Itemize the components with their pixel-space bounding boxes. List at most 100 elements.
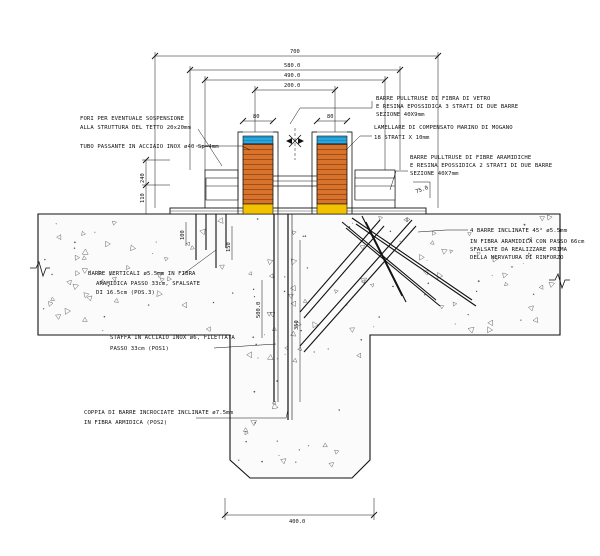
aggregate-mark: [280, 458, 287, 465]
aggregate-mark: [492, 255, 499, 263]
aggregate-mark: [290, 300, 296, 307]
aggregate-dot: [51, 273, 53, 276]
aggregate-mark: [156, 290, 163, 297]
aggregate-mark: [267, 259, 274, 266]
note-staffa-1: STAFFA IN ACCIAIO INOX ø6, FILETTATA: [110, 335, 235, 341]
aggregate-mark: [64, 307, 71, 315]
aggregate-dot: [298, 449, 301, 451]
aggregate-mark: [378, 216, 383, 221]
note-inclinate-2: IN FIBRA ARAMIDICA CON PASSO 66cm: [470, 239, 585, 245]
aggregate-mark: [99, 279, 104, 284]
aggregate-mark: [72, 283, 79, 290]
aggregate-dot: [73, 247, 76, 249]
inclined-bars: [299, 215, 477, 353]
aggregate-mark: [290, 258, 298, 266]
note-vertical-bars: BARRE VERTICALI ø5.5mm IN FIBRA ARAMIDIC…: [88, 271, 200, 296]
aggregate-dot: [102, 330, 104, 332]
aggregate-dot: [477, 280, 480, 282]
aggregate-mark: [356, 352, 362, 359]
note-inclinate-4: DELLA NERVATURA DI RINFORZO: [470, 255, 564, 261]
aggregate-mark: [303, 298, 308, 303]
aggregate-dot: [276, 440, 278, 442]
aggregate-mark: [50, 296, 56, 302]
dim-100: 100: [180, 230, 186, 240]
aggregate-dot: [253, 390, 256, 393]
dim-post-right: 80: [327, 114, 334, 120]
note-stirrup: STAFFA IN ACCIAIO INOX ø6, FILETTATA PAS…: [110, 335, 235, 352]
aggregate-dot: [306, 267, 309, 269]
aggregate-dot: [94, 231, 96, 233]
aggregate-mark: [55, 314, 62, 320]
aggregate-dot: [89, 270, 91, 272]
aggregate-mark: [56, 234, 62, 240]
base-support: [169, 169, 427, 215]
aggregate-mark: [546, 214, 553, 221]
aggregate-dot: [295, 461, 297, 463]
aggregate-dot: [276, 358, 278, 360]
aggregate-dot: [42, 308, 45, 310]
aggregate-dot: [399, 240, 401, 242]
aggregate-dot: [212, 301, 215, 304]
aggregate-mark: [105, 240, 111, 248]
aggregate-mark: [112, 220, 117, 226]
dim-240: 240: [140, 173, 146, 183]
aggregate-mark: [295, 320, 302, 328]
aggregate-dot: [523, 223, 526, 226]
dim-350: 350: [294, 320, 300, 330]
aggregate-dot: [302, 235, 304, 237]
aggregate-mark: [246, 351, 252, 359]
aggregate-dot: [55, 223, 57, 225]
aggregate-dot: [424, 294, 426, 296]
note-aramidiche-3: SEZIONE 40X7mm: [410, 171, 459, 177]
note-coppia-2: IN FIBRA ARMIDICA (POS2): [84, 420, 167, 426]
aggregate-mark: [292, 357, 298, 363]
note-suspension-holes: FORI PER EVENTUALE SOSPENSIONE ALLA STRU…: [80, 116, 191, 131]
aggregate-mark: [328, 462, 335, 468]
aggregate-mark: [199, 228, 206, 236]
aggregate-mark: [441, 248, 448, 255]
aggregate-dot: [360, 339, 363, 341]
aggregate-mark: [271, 402, 279, 410]
dim-slope: 75.0: [415, 185, 429, 195]
aggregate-mark: [403, 217, 408, 223]
aggregate-mark: [267, 354, 274, 360]
aggregate-dot: [107, 284, 110, 287]
aggregate-dot: [327, 348, 329, 350]
aggregate-dot: [532, 293, 535, 296]
note-inclinate-1: 4 BARRE INCLINATE 45° ø5.5mm: [470, 228, 568, 234]
aggregate-mark: [181, 301, 188, 309]
aggregate-dot: [284, 276, 286, 278]
aggregate-mark: [349, 327, 355, 333]
aggregate-dot: [276, 380, 278, 382]
aggregate-dot: [300, 329, 302, 332]
aggregate-mark: [159, 277, 165, 283]
aggregate-mark: [75, 270, 81, 276]
aggregate-dot: [232, 292, 234, 294]
aggregate-mark: [476, 251, 481, 256]
aggregate-dot: [74, 241, 76, 244]
aggregate-mark: [532, 317, 539, 323]
aggregate-dot: [392, 285, 394, 288]
aggregate-dot: [520, 319, 522, 321]
aggregate-mark: [83, 292, 90, 299]
aggregate-mark: [312, 321, 319, 329]
note-fori-1: FORI PER EVENTUALE SOSPENSIONE: [80, 116, 185, 122]
aggregate-mark: [130, 244, 136, 251]
aggregate-dot: [304, 235, 307, 238]
aggregate-mark: [369, 283, 375, 288]
aggregate-mark: [164, 257, 169, 262]
note-verticali-3: DI 16.5cm (POS.3): [96, 290, 155, 296]
aggregate-mark: [248, 271, 253, 276]
aggregate-mark: [406, 217, 411, 222]
aggregate-mark: [82, 316, 88, 322]
concrete-section: [37, 213, 561, 479]
aggregate-dot: [427, 282, 430, 285]
aggregate-dot: [252, 288, 255, 291]
note-fori-2: ALLA STRUTTURA DEL TETTO 20x20mm: [80, 125, 191, 131]
post-right: [311, 131, 353, 215]
aggregate-dot: [313, 351, 315, 353]
note-inclinate-3: SFALSATE DA REALIZZARE PRIMA: [470, 247, 568, 253]
aggregate-dot: [338, 409, 340, 411]
dim-150: 150: [226, 242, 232, 252]
